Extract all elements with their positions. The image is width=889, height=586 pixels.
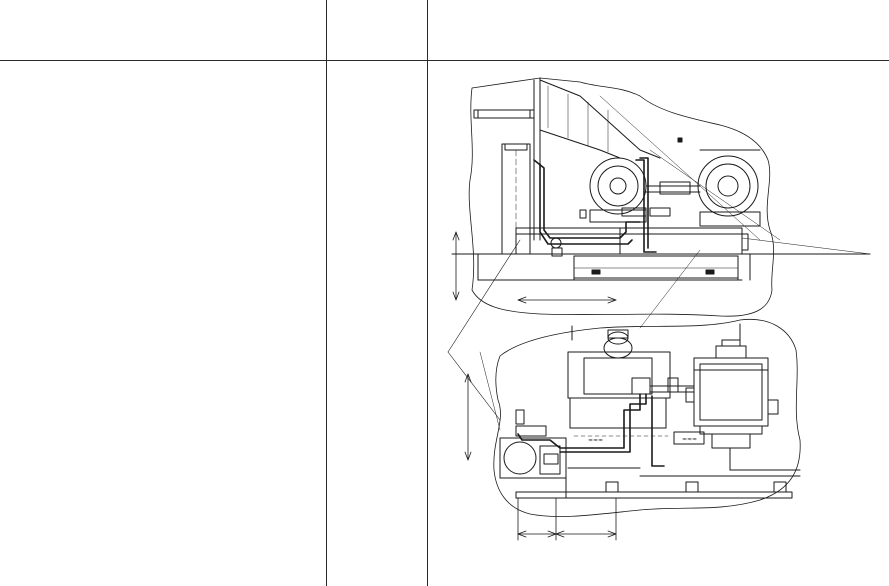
svg-text:≈≈≈: ≈≈≈ — [588, 437, 603, 444]
suction-pipe — [533, 159, 641, 239]
callout-leader — [741, 237, 871, 255]
height-dimension — [452, 231, 460, 301]
technical-drawing: ≈≈≈ ≈≈≈ — [428, 60, 889, 586]
svg-text:≈≈≈: ≈≈≈ — [682, 436, 697, 443]
table-column-divider-2 — [427, 0, 428, 586]
length-dimension — [517, 296, 617, 304]
discharge-pipe — [635, 159, 657, 253]
top-flange-plate — [473, 109, 535, 119]
motor-unit — [697, 149, 761, 227]
plan-pipe-run — [517, 393, 641, 449]
table-row-divider — [0, 60, 889, 61]
header-cell-col1 — [0, 0, 326, 60]
elevation-view — [451, 77, 871, 317]
plan-break-outline — [493, 318, 801, 517]
auxiliary-pump-plan — [499, 425, 567, 479]
plan-view: ≈≈≈ ≈≈≈ — [447, 239, 801, 541]
inclined-chute — [539, 79, 661, 159]
body-cell-col1 — [0, 61, 326, 586]
table-column-divider-1 — [326, 0, 327, 586]
pipe-elbow-joint — [550, 237, 562, 249]
body-cell-col2 — [327, 61, 427, 586]
header-cell-col3 — [428, 0, 889, 60]
plan-width-dimension — [464, 373, 472, 461]
plan-base-frame — [515, 491, 793, 499]
plan-callout-leader-1 — [447, 351, 501, 421]
header-cell-col2 — [327, 0, 427, 60]
base-frame — [515, 227, 743, 255]
pump-unit — [589, 157, 701, 223]
plan-chain-dimension — [517, 497, 617, 541]
plan-callout-leader-2 — [447, 239, 521, 353]
elevation-break-outline — [468, 77, 775, 317]
pump-plan-view — [567, 329, 695, 429]
motor-plan-view — [685, 339, 779, 471]
